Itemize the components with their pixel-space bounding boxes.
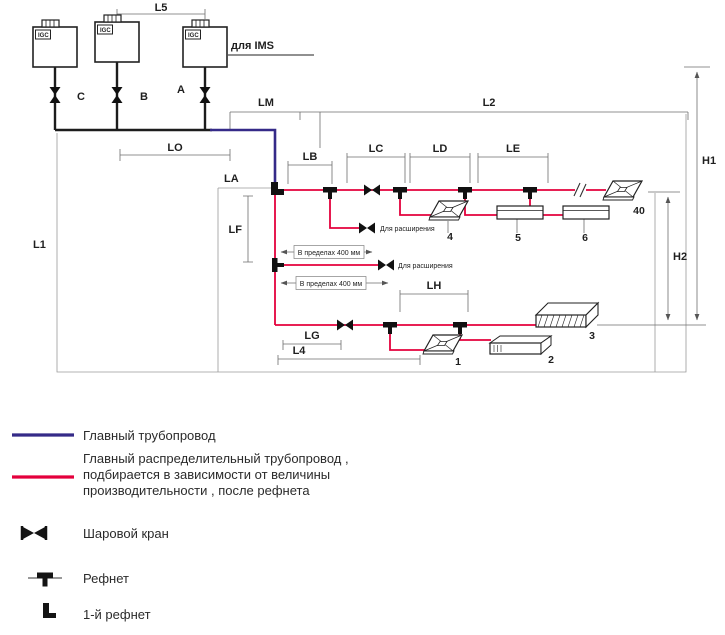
unit-number-1: 1 [455,356,461,368]
dim-label-lg: LG [304,330,319,342]
legend-distribution-line1: Главный распределительный трубопровод , [83,451,349,466]
ball-valve-flanges [20,526,48,540]
unit-number-6: 6 [582,232,588,244]
pipe-label-a: A [177,84,185,96]
ball-valve-icon [111,87,123,103]
dim-label-lm: LM [258,97,274,109]
pipe-break-icon [573,182,587,198]
dimension-lines [116,9,710,365]
outdoor-unit-model-label: IGC [188,33,199,39]
unit-number-5: 5 [515,232,521,244]
ball-valve-icon [199,87,211,103]
legend-first-refnet: 1-й рефнет [43,603,151,622]
within-400mm-dimension-upper: В пределах 400 мм [280,245,373,259]
legend-main-pipe-label: Главный трубопровод [83,428,216,443]
refnet-icon-stem [42,578,48,587]
legend-first-refnet-label: 1-й рефнет [83,607,151,622]
ball-valve-icon [359,222,375,234]
refnet-icon [383,322,397,334]
dim-label-lo: LO [167,142,183,154]
outdoor-unit-model-label: IGC [100,28,111,34]
dim-label-ld: LD [433,143,448,155]
within-400mm-label: В пределах 400 мм [300,281,363,288]
first-refnet-icon [43,603,49,618]
refnet-icon [453,322,467,334]
ball-valve-icon [337,319,353,331]
legend-refnet-label: Рефнет [83,571,129,586]
legend-distribution-line2: подбирается в зависимости от величины [83,467,330,482]
unit-number-40: 40 [633,205,645,217]
refnet-icon [458,187,472,199]
ball-valve-icon [378,259,394,271]
dim-label-lb: LB [303,151,318,163]
refnet-icon [272,258,284,272]
indoor-unit-duct-6 [562,205,610,220]
first-refnet-icon [271,182,284,195]
legend-distribution-pipe: Главный распределительный трубопровод , … [12,451,349,498]
refnet-icon [323,187,337,199]
dim-label-l1: L1 [33,239,46,251]
legend-distribution-line3: производительности , после рефнета [83,483,310,498]
outdoor-unit-model-label: IGC [38,33,49,39]
boundary-lines [56,114,687,373]
indoor-unit-duct-5 [496,205,544,220]
outdoor-unit [182,19,228,68]
indoor-unit-cassette-1 [422,334,463,355]
dim-label-lf: LF [229,224,243,236]
legend-ball-valve-label: Шаровой кран [83,526,169,541]
expansion-note: Для расширения [380,226,435,233]
legend-main-pipe: Главный трубопровод [12,428,216,443]
indoor-unit-cassette-4 [428,200,469,221]
dim-label-le: LE [506,143,520,155]
legend-refnet: Рефнет [28,571,129,587]
first-refnet-icon-foot [43,613,56,618]
ball-valve-icon [23,527,45,539]
for-ims-label: для IMS [231,40,274,52]
dim-label-la: LA [224,173,239,185]
unit-number-4: 4 [447,231,453,243]
unit-number-3: 3 [589,330,595,342]
diagram-labels: для IMS L5 LM L2 LO LA LB LC LD LE LF LH… [33,2,716,368]
indoor-unit-duct-3 [535,302,599,328]
ball-valve-icon [49,87,61,103]
dim-label-l5: L5 [155,2,168,14]
within-400mm-label: В пределах 400 мм [298,250,361,257]
outdoor-unit [32,19,78,68]
pipe-label-c: C [77,91,85,103]
dim-label-lh: LH [427,280,442,292]
legend-ball-valve: Шаровой кран [20,526,169,541]
pipe-label-b: B [140,91,148,103]
indoor-unit-cassette-40 [602,180,643,201]
dim-label-h2: H2 [673,251,687,263]
within-400mm-dimension-lower: В пределах 400 мм [280,276,389,290]
indoor-unit-ceiling-2 [489,335,552,355]
legend: Главный трубопровод Главный распределите… [12,428,349,622]
unit-number-2: 2 [548,354,554,366]
dim-label-l2: L2 [483,97,496,109]
outdoor-unit [94,14,140,63]
main-pipe [210,128,277,186]
ball-valve-icon [364,184,380,196]
outdoor-units: IGC IGC IGC [32,14,228,68]
refnet-icon [37,572,53,579]
refnet-icon [393,187,407,199]
dim-label-h1: H1 [702,155,716,167]
expansion-note: Для расширения [398,263,453,270]
dim-label-lc: LC [369,143,384,155]
refnet-icon [523,187,537,199]
dim-label-l4: L4 [293,345,307,357]
